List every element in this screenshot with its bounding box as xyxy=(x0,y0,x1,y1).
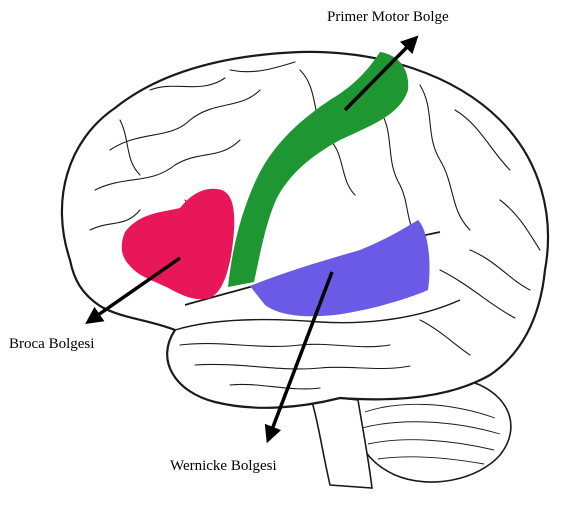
broca-label: Broca Bolgesi xyxy=(9,336,94,353)
primary-motor-label: Primer Motor Bolge xyxy=(327,9,449,26)
wernicke-label: Wernicke Bolgesi xyxy=(170,458,277,475)
